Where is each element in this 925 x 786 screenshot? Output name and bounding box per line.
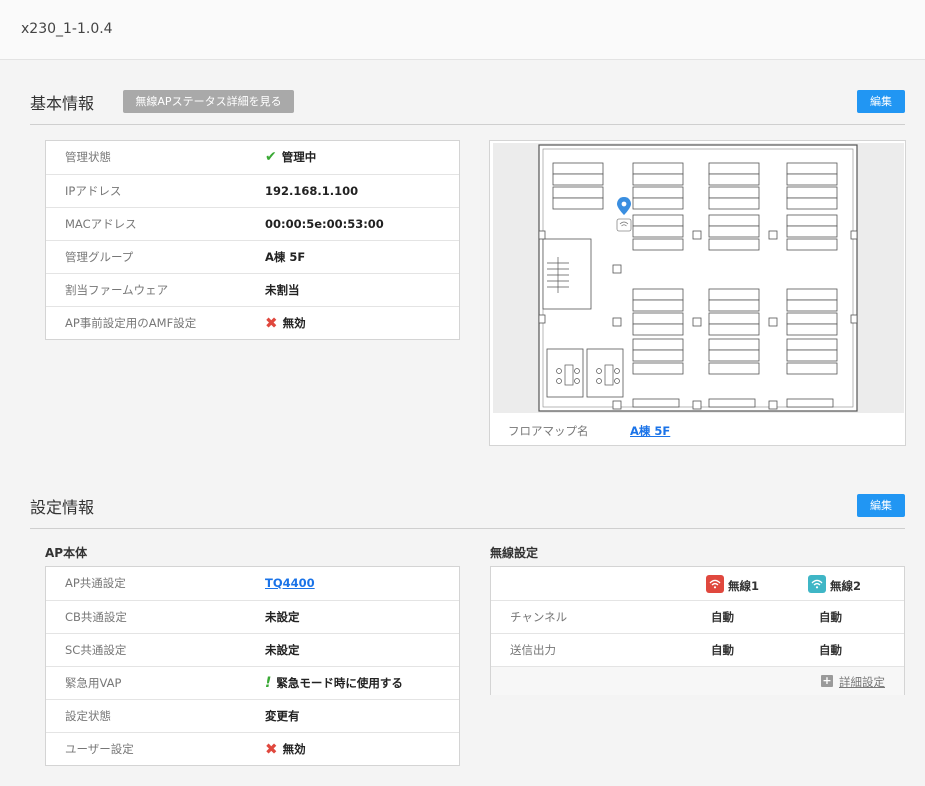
- settings-title: 設定情報: [30, 498, 95, 517]
- row-label: 管理状態: [65, 150, 111, 164]
- row-value: ✖ 無効: [265, 307, 306, 340]
- check-icon: ✔: [265, 149, 277, 165]
- settings-edit-button[interactable]: 編集: [857, 494, 905, 517]
- table-row: 管理グループ A棟 5F: [46, 240, 459, 273]
- row-value: 未割当: [265, 283, 300, 297]
- status-text: 無効: [282, 316, 306, 330]
- settings-divider: [30, 528, 905, 529]
- basic-divider: [30, 124, 905, 125]
- row-value: TQ4400: [265, 567, 315, 600]
- top-bar: x230_1-1.0.4: [0, 0, 925, 60]
- wireless-heading: 無線設定: [490, 546, 539, 560]
- radio1-value: 自動: [711, 643, 734, 657]
- floor-map-image[interactable]: [493, 143, 904, 413]
- wifi-icon: [706, 575, 724, 593]
- wireless-footer: + 詳細設定: [491, 667, 904, 695]
- table-row: IPアドレス 192.168.1.100: [46, 174, 459, 207]
- table-row: チャンネル 自動 自動: [491, 601, 904, 634]
- radio2-label: 無線2: [830, 579, 862, 593]
- row-label: 送信出力: [510, 643, 556, 657]
- basic-info-table: 管理状態 ✔ 管理中 IPアドレス 192.168.1.100 MACアドレス 0…: [45, 140, 460, 340]
- detail-settings-link[interactable]: 詳細設定: [839, 675, 885, 689]
- table-row: 割当ファームウェア 未割当: [46, 273, 459, 306]
- row-value: ✔ 管理中: [265, 141, 316, 174]
- table-row: SC共通設定 未設定: [46, 633, 459, 666]
- table-row: AP事前設定用のAMF設定 ✖ 無効: [46, 306, 459, 339]
- row-value: ✖ 無効: [265, 733, 306, 766]
- ap-body-table: AP共通設定 TQ4400 CB共通設定 未設定 SC共通設定 未設定 緊急用V…: [45, 566, 460, 766]
- cross-icon: ✖: [265, 314, 278, 332]
- exclamation-icon: !: [265, 675, 272, 691]
- basic-edit-button[interactable]: 編集: [857, 90, 905, 113]
- wireless-header-row: 無線1 無線2: [491, 567, 904, 601]
- row-label: ユーザー設定: [65, 742, 134, 756]
- floor-map-card: フロアマップ名 A棟 5F: [489, 140, 906, 446]
- table-row: MACアドレス 00:00:5e:00:53:00: [46, 207, 459, 240]
- floor-map-link[interactable]: A棟 5F: [630, 424, 671, 438]
- radio2-value: 自動: [819, 610, 842, 624]
- row-label: 設定状態: [65, 709, 111, 723]
- plus-icon[interactable]: +: [821, 674, 833, 687]
- row-value: 00:00:5e:00:53:00: [265, 217, 384, 231]
- row-value: A棟 5F: [265, 250, 306, 264]
- table-row: CB共通設定 未設定: [46, 600, 459, 633]
- ap-body-heading: AP本体: [45, 546, 88, 560]
- row-value: 未設定: [265, 610, 300, 624]
- ap-location-icon[interactable]: [616, 197, 632, 232]
- ap-status-detail-button[interactable]: 無線APステータス詳細を見る: [123, 90, 294, 113]
- status-text: 緊急モード時に使用する: [276, 676, 403, 690]
- cross-icon: ✖: [265, 740, 278, 758]
- row-label: 緊急用VAP: [65, 676, 122, 690]
- table-row: AP共通設定 TQ4400: [46, 567, 459, 600]
- row-label: CB共通設定: [65, 610, 127, 624]
- row-label: IPアドレス: [65, 184, 122, 198]
- row-label: チャンネル: [510, 610, 568, 624]
- status-text: 無効: [282, 742, 306, 756]
- table-row: 送信出力 自動 自動: [491, 634, 904, 667]
- table-row: 設定状態 変更有: [46, 699, 459, 732]
- row-label: MACアドレス: [65, 217, 137, 231]
- row-value: 変更有: [265, 709, 300, 723]
- ap-common-setting-link[interactable]: TQ4400: [265, 576, 315, 590]
- table-row: 管理状態 ✔ 管理中: [46, 141, 459, 174]
- wifi-icon: [808, 575, 826, 593]
- row-value: ! 緊急モード時に使用する: [265, 667, 403, 700]
- row-label: AP事前設定用のAMF設定: [65, 316, 197, 330]
- radio1-label: 無線1: [728, 579, 760, 593]
- device-title: x230_1-1.0.4: [21, 21, 113, 37]
- floor-map-label: フロアマップ名: [508, 424, 589, 438]
- row-value: 未設定: [265, 643, 300, 657]
- row-label: AP共通設定: [65, 576, 126, 590]
- basic-info-title: 基本情報: [30, 94, 95, 113]
- status-text: 管理中: [281, 150, 317, 164]
- row-value: 192.168.1.100: [265, 184, 359, 198]
- row-label: 割当ファームウェア: [65, 283, 169, 297]
- radio1-value: 自動: [711, 610, 734, 624]
- row-label: SC共通設定: [65, 643, 127, 657]
- radio2-value: 自動: [819, 643, 842, 657]
- row-label: 管理グループ: [65, 250, 134, 264]
- wireless-table: 無線1 無線2 チャンネル 自動 自動 送信出力 自動 自動 + 詳細設定: [490, 566, 905, 695]
- table-row: 緊急用VAP ! 緊急モード時に使用する: [46, 666, 459, 699]
- table-row: ユーザー設定 ✖ 無効: [46, 732, 459, 765]
